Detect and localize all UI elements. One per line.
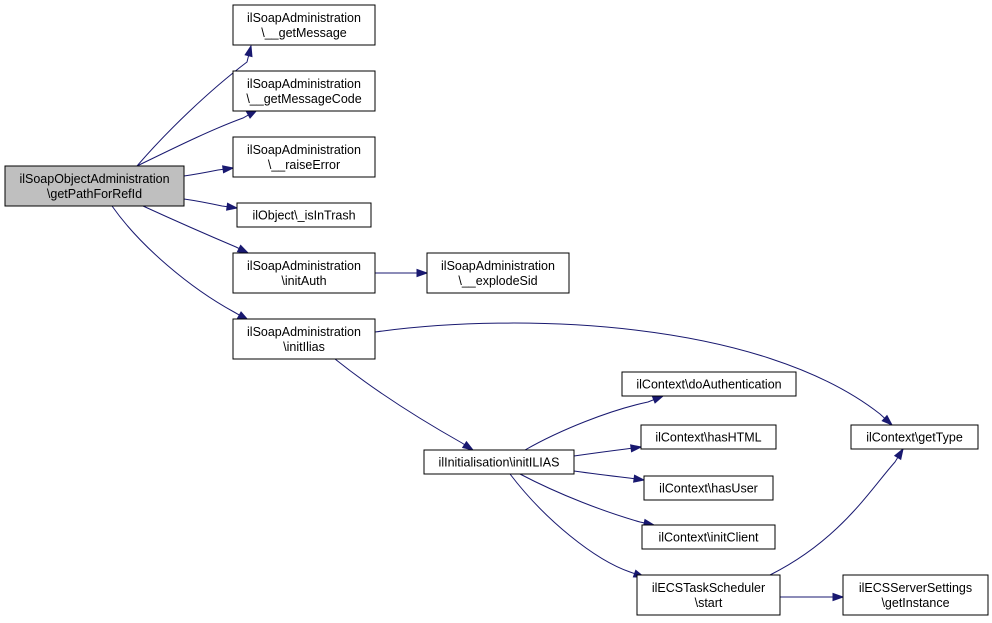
node-label-line: ilSoapAdministration	[441, 259, 555, 273]
edge-line	[111, 205, 249, 321]
node-box	[640, 424, 777, 450]
node-label-line: ilSoapAdministration	[247, 259, 361, 273]
node-initILIAS2[interactable]: ilInitialisation\initILIAS	[423, 449, 575, 475]
node-initClient[interactable]: ilContext\initClient	[641, 524, 776, 550]
node-label-line: ilContext\hasUser	[659, 482, 758, 496]
node-label-line: ilECSTaskScheduler	[652, 581, 765, 595]
node-label-line: ilInitialisation\initILIAS	[439, 456, 560, 470]
node-label-line: \__raiseError	[268, 158, 340, 172]
arrowhead-icon	[222, 165, 235, 174]
node-box	[643, 475, 774, 501]
node-label-line: ilContext\getType	[866, 431, 963, 445]
node-label-line: \initIlias	[283, 340, 325, 354]
arrowhead-icon	[416, 268, 429, 278]
edge-line	[509, 473, 645, 578]
node-label-line: \__getMessageCode	[246, 92, 361, 106]
edge-line	[183, 198, 238, 209]
node-box	[232, 252, 376, 294]
node-getType[interactable]: ilContext\getType	[850, 424, 979, 450]
node-label-line: \getInstance	[881, 596, 949, 610]
node-box	[236, 202, 372, 228]
arrowhead-icon	[236, 244, 250, 254]
node-initIlias[interactable]: ilSoapAdministration\initIlias	[232, 318, 376, 360]
node-box	[621, 371, 797, 397]
node-getMessage[interactable]: ilSoapAdministration\__getMessage	[232, 4, 376, 46]
edge-root-to-getMessage	[136, 44, 253, 167]
node-getMessageCode[interactable]: ilSoapAdministration\__getMessageCode	[232, 70, 376, 112]
edge-line	[519, 473, 655, 526]
edge-initAuth-to-explodeSid	[375, 268, 429, 278]
edge-line	[573, 446, 642, 457]
arrowhead-icon	[630, 444, 643, 453]
edge-line	[136, 45, 252, 167]
node-box	[423, 449, 575, 475]
node-label-line: ilContext\hasHTML	[655, 431, 761, 445]
nodes-layer: ilSoapObjectAdministration\getPathForRef…	[4, 4, 989, 616]
edge-initILIAS2-to-start	[509, 473, 646, 578]
node-box	[232, 136, 376, 178]
arrowhead-icon	[633, 474, 646, 483]
arrowhead-icon	[651, 395, 665, 404]
edge-line	[573, 470, 645, 481]
node-label-line: \getPathForRefId	[47, 187, 142, 201]
arrowhead-icon	[881, 414, 894, 427]
node-label-line: \__explodeSid	[458, 274, 537, 288]
node-label-line: ilECSServerSettings	[859, 581, 972, 595]
node-raiseError[interactable]: ilSoapAdministration\__raiseError	[232, 136, 376, 178]
node-doAuthentication[interactable]: ilContext\doAuthentication	[621, 371, 797, 397]
node-box	[232, 318, 376, 360]
node-label-line: ilSoapAdministration	[247, 11, 361, 25]
edge-initILIAS2-to-hasUser	[573, 470, 646, 483]
edge-line	[334, 358, 474, 451]
edge-line	[183, 167, 234, 177]
node-box	[641, 524, 776, 550]
edge-start-to-getType	[769, 447, 904, 576]
arrowhead-icon	[893, 447, 904, 461]
edge-initILIAS2-to-hasHTML	[573, 444, 643, 457]
node-label-line: \initAuth	[281, 274, 326, 288]
node-box	[232, 70, 376, 112]
edge-line	[142, 205, 249, 254]
edges-layer	[111, 44, 904, 602]
edge-initIlias-to-initILIAS2	[334, 358, 475, 451]
node-box	[850, 424, 979, 450]
node-explodeSid[interactable]: ilSoapAdministration\__explodeSid	[426, 252, 570, 294]
node-initAuth[interactable]: ilSoapAdministration\initAuth	[232, 252, 376, 294]
edge-start-to-getInstance	[779, 592, 845, 602]
node-box	[636, 574, 781, 616]
arrowhead-icon	[244, 44, 253, 58]
edge-root-to-initAuth	[142, 205, 250, 254]
node-getInstance[interactable]: ilECSServerSettings\getInstance	[842, 574, 989, 616]
node-isInTrash[interactable]: ilObject\_isInTrash	[236, 202, 372, 228]
arrowhead-icon	[832, 592, 845, 602]
node-label-line: ilContext\doAuthentication	[636, 378, 781, 392]
node-box	[232, 4, 376, 46]
node-label-line: ilSoapAdministration	[247, 143, 361, 157]
node-label-line: \start	[695, 596, 723, 610]
node-start[interactable]: ilECSTaskScheduler\start	[636, 574, 781, 616]
node-hasUser[interactable]: ilContext\hasUser	[643, 475, 774, 501]
node-label-line: ilSoapObjectAdministration	[19, 172, 169, 186]
edge-line	[136, 109, 258, 167]
arrowhead-icon	[226, 202, 239, 211]
edge-line	[524, 395, 664, 451]
node-root[interactable]: ilSoapObjectAdministration\getPathForRef…	[4, 165, 185, 207]
node-label-line: ilObject\_isInTrash	[252, 209, 355, 223]
node-box	[842, 574, 989, 616]
edge-root-to-isInTrash	[183, 198, 239, 211]
edge-root-to-raiseError	[183, 165, 235, 177]
node-box	[4, 165, 185, 207]
node-label-line: \__getMessage	[261, 26, 347, 40]
edge-line	[769, 448, 904, 576]
node-box	[426, 252, 570, 294]
edge-initIlias-to-getType	[374, 322, 894, 427]
edge-line	[374, 322, 893, 426]
node-hasHTML[interactable]: ilContext\hasHTML	[640, 424, 777, 450]
node-label-line: ilContext\initClient	[658, 531, 759, 545]
node-label-line: ilSoapAdministration	[247, 325, 361, 339]
arrowhead-icon	[461, 440, 475, 451]
node-label-line: ilSoapAdministration	[247, 77, 361, 91]
